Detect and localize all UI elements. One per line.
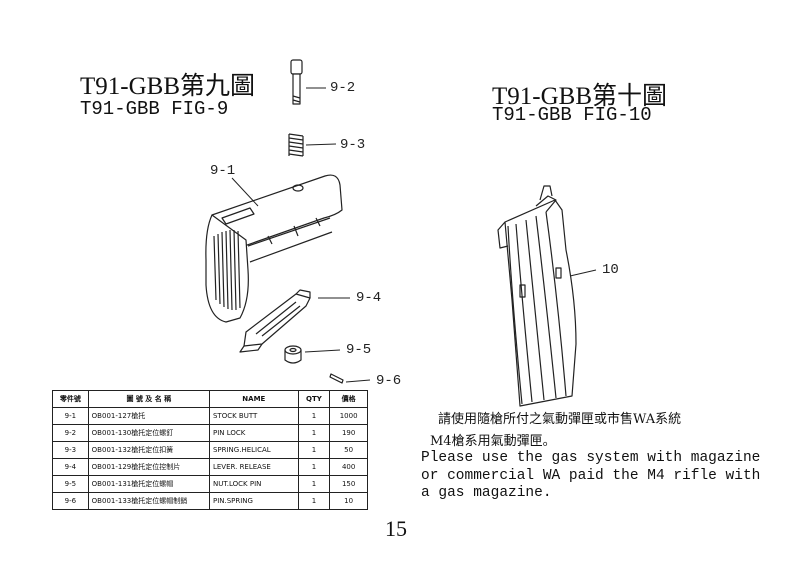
cell-code-name: OB001-129槍托定位控制片 [87,458,210,476]
cell-qty: 1 [297,458,331,476]
col-header-code-name: 圖 號 及 名 稱 [87,390,210,408]
page-number: 15 [385,516,407,541]
note-en-line-2: or commercial WA paid the M4 rifle with [421,467,761,484]
note-cn-line-1: 請使用隨槍所付之氣動彈匣或市售WA系統 [438,412,682,427]
pin-lock-part [290,59,303,105]
cell-price: 150 [329,475,368,493]
gas-magazine-part [497,185,597,407]
col-header-name: NAME [208,390,299,408]
table-row: 9-5 OB001-131槍托定位螺帽 NUT.LOCK PIN 1 150 [52,475,368,493]
cell-name: LEVER. RELEASE [208,458,299,476]
cell-part-no: 9-5 [52,475,89,493]
table-row: 9-4 OB001-129槍托定位控制片 LEVER. RELEASE 1 40… [52,458,368,476]
cell-part-no: 9-4 [52,458,89,476]
cell-name: SPRING.HELICAL [208,441,299,459]
cell-name: STOCK BUTT [208,407,299,425]
cell-code-name: OB001-131槍托定位螺帽 [87,475,210,493]
cell-part-no: 9-2 [52,424,89,442]
cell-code-name: OB001-127槍托 [87,407,210,425]
cell-qty: 1 [297,407,331,425]
col-header-qty: QTY [297,390,331,408]
callout-9-4: 9-4 [356,290,382,306]
col-header-price: 價格 [329,390,368,408]
fig9-title-en: T91-GBB FIG-9 [80,98,229,120]
note-en-line-1: Please use the gas system with magazine [421,450,761,466]
col-header-part-no: 零件號 [52,390,89,408]
cell-price: 50 [329,441,368,459]
lever-release-part [239,289,311,353]
cell-code-name: OB001-130槍托定位螺釘 [87,424,210,442]
callout-9-2: 9-2 [330,80,356,96]
cell-qty: 1 [297,492,331,510]
table-row: 9-2 OB001-130槍托定位螺釘 PIN LOCK 1 190 [52,424,368,442]
cell-qty: 1 [297,475,331,493]
note-en-block: Please use the gas system with magazine … [421,450,761,503]
callout-9-5: 9-5 [346,342,372,358]
note-cn-line-2: M4槍系用氣動彈匣。 [430,434,556,449]
fig10-title-cn: T91-GBB第十圖 [492,83,668,110]
fig9-title-cn: T91-GBB第九圖 [80,73,256,100]
spring-part [288,133,304,157]
callout-9-6: 9-6 [376,373,402,389]
cell-part-no: 9-1 [52,407,89,425]
cell-qty: 1 [297,424,331,442]
cell-code-name: OB001-132槍托定位扣簧 [87,441,210,459]
nut-lock-pin-part [284,345,302,364]
callout-10: 10 [602,262,619,278]
cell-price: 10 [329,492,368,510]
stock-butt-part [205,174,343,323]
cell-name: PIN LOCK [208,424,299,442]
cell-name: PIN.SPRING [208,492,299,510]
fig10-title-en: T91-GBB FIG-10 [492,104,652,126]
cell-price: 400 [329,458,368,476]
cell-qty: 1 [297,441,331,459]
cell-part-no: 9-6 [52,492,89,510]
cell-code-name: OB001-133槍托定位螺帽制銷 [87,492,210,510]
table-row: 9-6 OB001-133槍托定位螺帽制銷 PIN.SPRING 1 10 [52,492,368,510]
cell-price: 1000 [329,407,368,425]
cell-part-no: 9-3 [52,441,89,459]
table-row: 9-3 OB001-132槍托定位扣簧 SPRING.HELICAL 1 50 [52,441,368,459]
table-row: 9-1 OB001-127槍托 STOCK BUTT 1 1000 [52,407,368,425]
leader-lines-fig9 [231,87,371,383]
cell-price: 190 [329,424,368,442]
pin-spring-part [329,373,344,384]
table-header-row: 零件號 圖 號 及 名 稱 NAME QTY 價格 [52,390,368,408]
cell-name: NUT.LOCK PIN [208,475,299,493]
callout-9-3: 9-3 [340,137,366,153]
callout-9-1: 9-1 [210,163,236,179]
note-en-line-3: a gas magazine. [421,485,552,501]
parts-table: 零件號 圖 號 及 名 稱 NAME QTY 價格 9-1 OB001-127槍… [52,390,368,510]
